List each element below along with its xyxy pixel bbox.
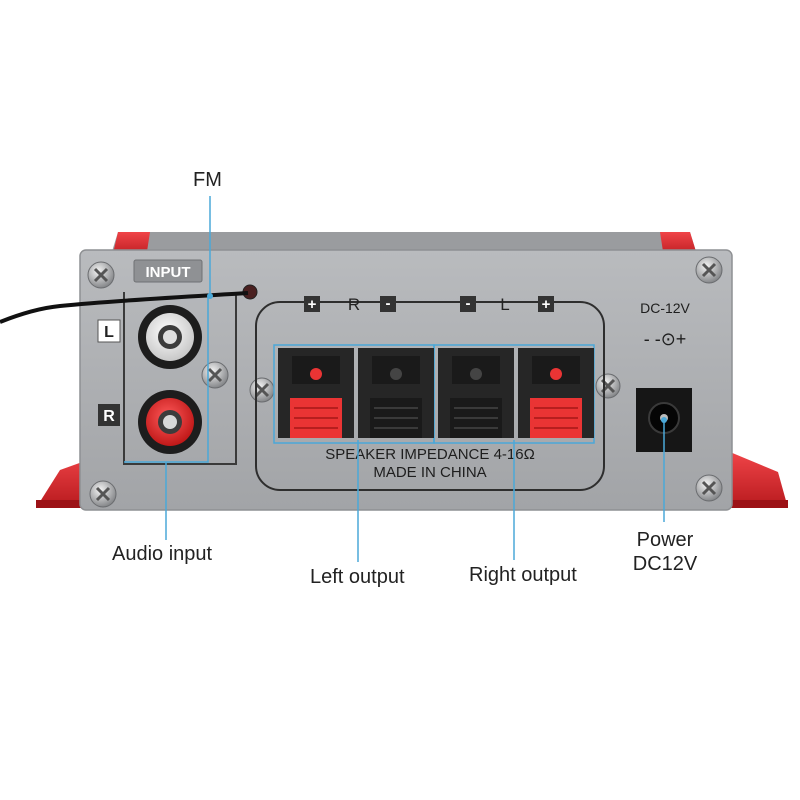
input-frame: [123, 292, 237, 465]
audio-input-highlight: [124, 296, 209, 463]
speaker-terminal-left-minus[interactable]: [358, 348, 434, 438]
callout-audio-input: Audio input: [112, 543, 213, 565]
speaker-terminal-right-plus[interactable]: [518, 348, 594, 438]
screw-icon: [695, 474, 723, 502]
terminal-l-label: L: [500, 295, 509, 314]
minus-sign: -: [466, 295, 471, 312]
impedance-label: SPEAKER IMPEDANCE 4-16Ω: [325, 446, 535, 463]
minus-sign: -: [386, 295, 391, 312]
channel-right-label: R: [103, 408, 115, 425]
rca-jack-red[interactable]: [138, 390, 202, 454]
chassis-red-base-right: [730, 452, 788, 508]
plus-sign: +: [308, 296, 317, 313]
dc-label: DC-12V: [640, 300, 690, 316]
screw-icon: [201, 361, 229, 389]
channel-left-label: L: [104, 324, 114, 341]
polarity-symbol: - -⊙+: [644, 329, 687, 349]
channel-left-badge: [97, 319, 121, 343]
screw-icon: [87, 261, 115, 289]
channel-right-badge: [98, 404, 120, 426]
speaker-terminal-left-plus[interactable]: [278, 348, 354, 438]
screw-icon: [695, 256, 723, 284]
plus-badge: [538, 296, 554, 312]
speaker-terminal-right-minus[interactable]: [438, 348, 514, 438]
callout-fm: FM: [193, 169, 222, 191]
input-label: INPUT: [146, 264, 191, 281]
plus-badge: [304, 296, 320, 312]
minus-badge: [380, 296, 396, 312]
screw-icon: [595, 373, 621, 399]
callout-dot: [661, 417, 667, 423]
minus-badge: [460, 296, 476, 312]
rca-jack-white[interactable]: [138, 305, 202, 369]
callout-right-output: Right output: [469, 564, 577, 586]
input-label-plate: [133, 259, 203, 283]
callout-left-output: Left output: [310, 566, 405, 588]
callout-power: Power DC12V: [620, 528, 710, 576]
terminal-r-label: R: [348, 295, 360, 314]
callout-power-line2: DC12V: [632, 553, 698, 575]
screw-icon: [89, 480, 117, 508]
made-in-label: MADE IN CHINA: [373, 464, 486, 481]
plus-sign: +: [542, 296, 551, 313]
callout-power-line1: Power: [636, 529, 694, 551]
speaker-section-frame: [255, 301, 605, 491]
screw-icon: [249, 377, 275, 403]
